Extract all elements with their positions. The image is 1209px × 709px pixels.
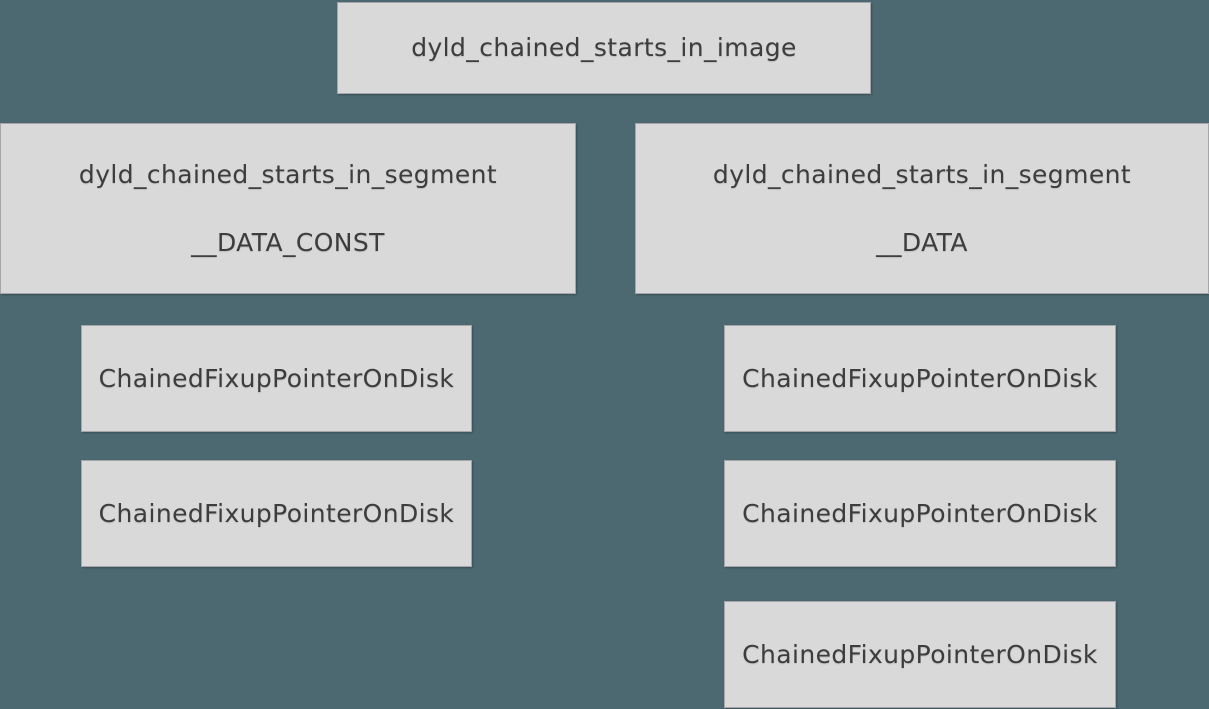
box-label: ChainedFixupPointerOnDisk [98,498,455,528]
box-dyld-chained-starts-in-image: dyld_chained_starts_in_image [337,2,871,94]
segment-title: dyld_chained_starts_in_segment [712,159,1132,189]
segment-subtitle: __DATA_CONST [191,227,385,257]
box-segment-data-const: dyld_chained_starts_in_segment __DATA_CO… [0,123,576,294]
box-label: ChainedFixupPointerOnDisk [742,639,1098,669]
box-chained-fixup-pointer: ChainedFixupPointerOnDisk [81,325,472,432]
segment-subtitle: __DATA [876,227,968,257]
box-chained-fixup-pointer: ChainedFixupPointerOnDisk [724,325,1116,432]
box-chained-fixup-pointer: ChainedFixupPointerOnDisk [81,460,472,567]
box-label: ChainedFixupPointerOnDisk [742,498,1098,528]
box-label: ChainedFixupPointerOnDisk [742,363,1098,393]
box-label: dyld_chained_starts_in_image [411,33,797,62]
box-segment-data: dyld_chained_starts_in_segment __DATA [635,123,1209,294]
box-chained-fixup-pointer: ChainedFixupPointerOnDisk [724,460,1116,567]
box-chained-fixup-pointer: ChainedFixupPointerOnDisk [724,601,1116,708]
segment-title: dyld_chained_starts_in_segment [78,159,498,189]
box-label: ChainedFixupPointerOnDisk [98,363,455,393]
